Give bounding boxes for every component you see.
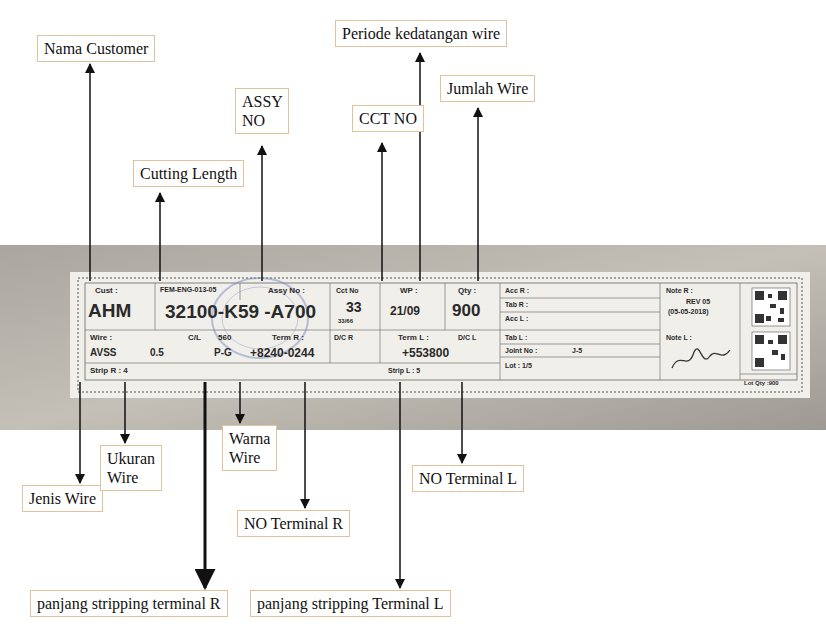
label-field-text: Note R : xyxy=(666,287,693,294)
label-field-text: C/L xyxy=(188,334,201,342)
label-field-text: FEM-ENG-013-05 xyxy=(160,286,216,293)
label-field-text: Tab L : xyxy=(505,334,527,341)
callout-box: Jenis Wire xyxy=(22,485,103,512)
label-field-text: 32100-K59 -A700 xyxy=(165,302,316,321)
callout-text: Cutting Length xyxy=(140,164,237,183)
label-field-text: Wire : xyxy=(90,334,112,342)
callout-box: NO Terminal L xyxy=(412,465,524,492)
label-field-text: Acc R : xyxy=(505,287,529,294)
callout-text: Ukuran Wire xyxy=(107,449,155,487)
callout-text: Warna Wire xyxy=(229,429,270,467)
label-field-text: +553800 xyxy=(402,347,449,359)
label-field-text: Term L : xyxy=(398,334,429,342)
label-field-text: Tab R : xyxy=(505,301,528,308)
label-field-text: 33/66 xyxy=(338,318,353,324)
callout-text: Jenis Wire xyxy=(29,489,96,508)
label-field-text: +8240-0244 xyxy=(250,347,314,359)
label-field-text: Cust : xyxy=(95,287,118,295)
label-field-text: Qty : xyxy=(458,287,476,295)
label-field-text: Strip L : 5 xyxy=(388,367,420,374)
label-field-text: Joint No : xyxy=(505,347,537,354)
callout-box: panjang stripping terminal R xyxy=(30,590,228,617)
label-field-text: WP : xyxy=(400,287,418,295)
label-field-text: AVSS xyxy=(90,348,117,358)
label-field-text: Lot : 1/5 xyxy=(505,362,532,369)
label-field-text: AHM xyxy=(88,301,131,320)
callout-box: Periode kedatangan wire xyxy=(335,20,507,47)
callout-text: panjang stripping terminal R xyxy=(37,594,221,613)
label-field-text: 21/09 xyxy=(390,305,420,317)
label-field-text: Lot Qty :900 xyxy=(744,380,779,386)
callout-text: Jumlah Wire xyxy=(447,79,528,98)
callout-text: Nama Customer xyxy=(44,39,148,58)
callout-text: ASSY NO xyxy=(242,92,282,130)
callout-box: NO Terminal R xyxy=(237,510,350,537)
label-field-text: Cct No xyxy=(336,287,359,294)
callout-box: CCT NO xyxy=(352,105,424,132)
callout-text: Periode kedatangan wire xyxy=(342,24,500,43)
label-field-text: D/C R xyxy=(334,334,353,341)
callout-box: ASSY NO xyxy=(235,88,289,134)
label-field-text: Note L : xyxy=(666,334,692,341)
label-field-text: Acc L : xyxy=(505,315,528,322)
label-field-text: Term R : xyxy=(272,334,304,342)
label-field-text: 0.5 xyxy=(150,348,164,358)
label-field-text: J-5 xyxy=(572,347,582,354)
callout-box: Cutting Length xyxy=(133,160,244,187)
label-field-text: 33 xyxy=(346,300,362,314)
callout-box: Warna Wire xyxy=(222,425,277,471)
label-field-text: Assy No : xyxy=(268,287,305,295)
label-field-text: 560 xyxy=(218,334,231,342)
label-field-text: P-G xyxy=(214,348,232,358)
callout-box: panjang stripping Terminal L xyxy=(250,590,451,617)
label-field-text: (05-05-2018) xyxy=(668,308,708,315)
label-field-text: 900 xyxy=(452,302,480,319)
callout-text: NO Terminal L xyxy=(419,469,517,488)
label-field-text: Strip R : 4 xyxy=(90,367,128,375)
callout-box: Jumlah Wire xyxy=(440,75,535,102)
label-field-text: D/C L xyxy=(458,334,476,341)
callout-text: CCT NO xyxy=(359,109,417,128)
callout-text: panjang stripping Terminal L xyxy=(257,594,444,613)
callout-text: NO Terminal R xyxy=(244,514,343,533)
callout-box: Ukuran Wire xyxy=(100,445,162,491)
label-field-text: REV 05 xyxy=(686,298,710,305)
callout-box: Nama Customer xyxy=(37,35,155,62)
